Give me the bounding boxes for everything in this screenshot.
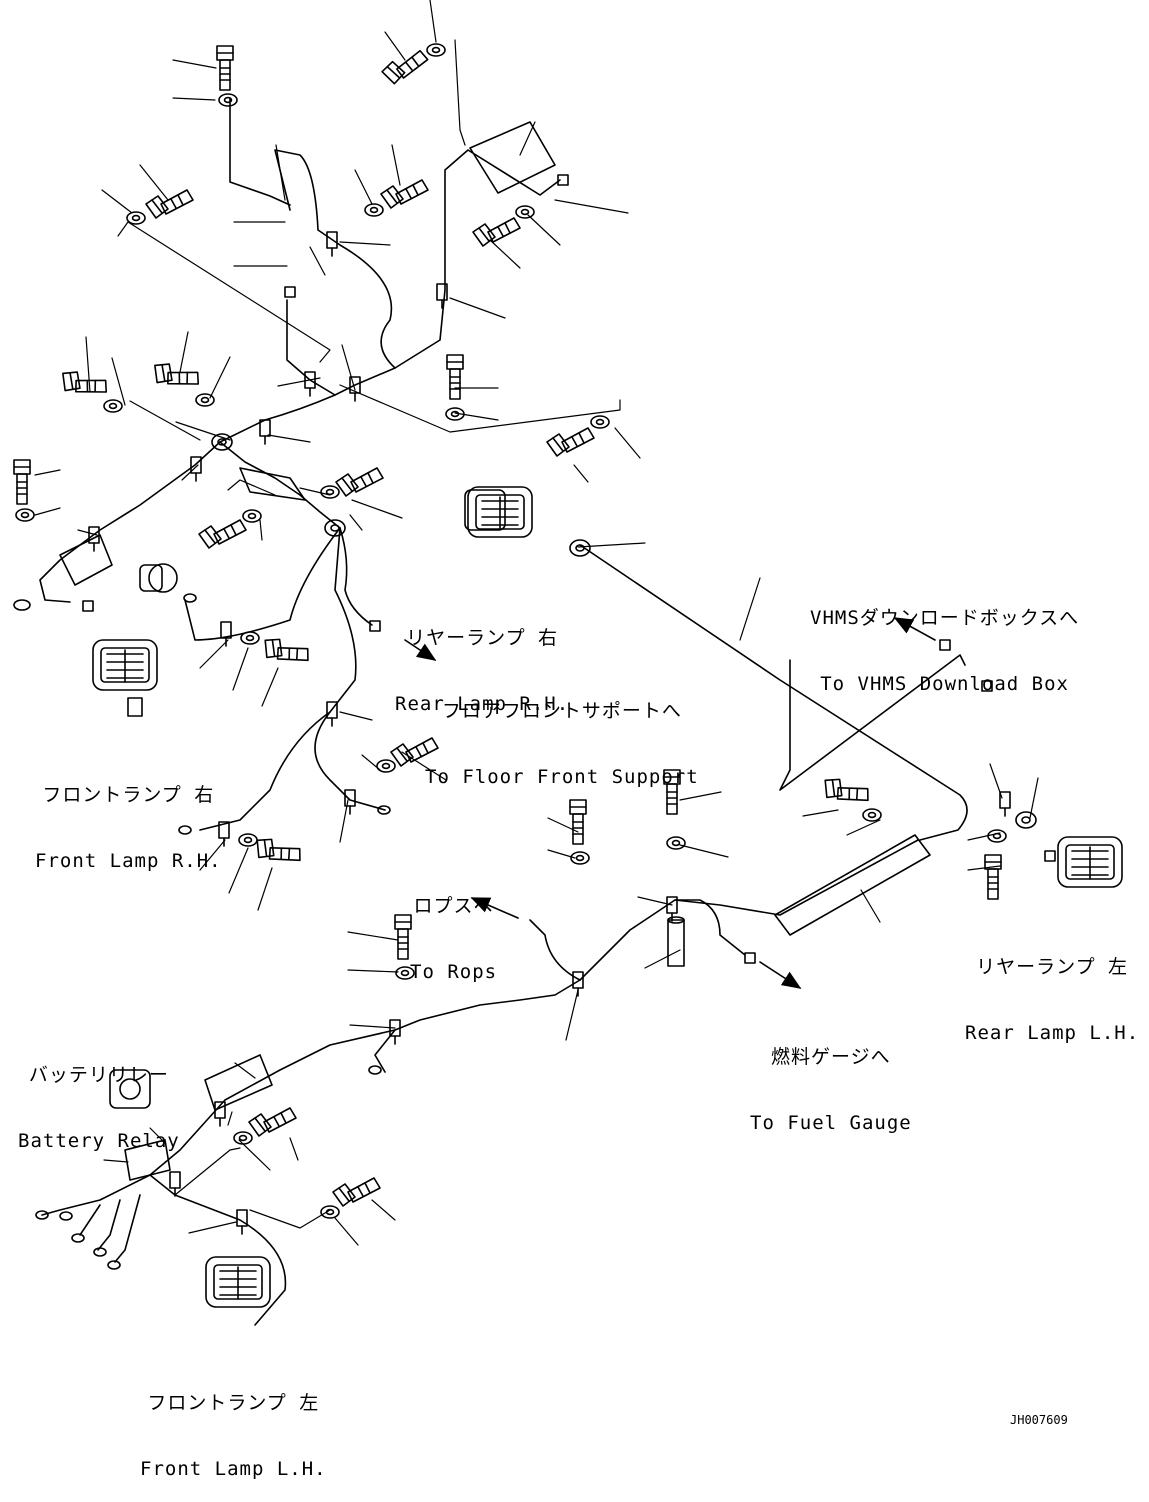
- battery-relay-label: バッテリリレー Battery Relay: [18, 1020, 180, 1174]
- direction-arrows: [404, 617, 936, 989]
- rear-lamp-rh-ja: リヤーランプ 右: [406, 627, 559, 649]
- fuel-gauge-ja: 燃料ゲージへ: [771, 1046, 891, 1068]
- vhms-ja: VHMSダウンロードボックスへ: [810, 607, 1080, 629]
- front-lamp-lh-label: フロントランプ 左 Front Lamp L.H.: [140, 1348, 327, 1502]
- rops-en: To Rops: [410, 961, 498, 983]
- rops-label: ロプスへ To Rops: [410, 851, 497, 1005]
- fuel-gauge-label: 燃料ゲージへ To Fuel Gauge: [750, 1002, 912, 1156]
- front-lamp-rh-en: Front Lamp R.H.: [35, 850, 222, 872]
- wiring-harness-diagram: リヤーランプ 右 Rear Lamp R.H. VHMSダウンロードボックスへ …: [13, 0, 1139, 1480]
- harness-drawing: [13, 0, 1123, 1326]
- front-lamp-rh-label: フロントランプ 右 Front Lamp R.H.: [35, 740, 222, 894]
- front-lamp-rh-ja: フロントランプ 右: [42, 784, 215, 806]
- rear-lamp-rh-en: Rear Lamp R.H.: [395, 693, 570, 715]
- vhms-label: VHMSダウンロードボックスへ To VHMS Download Box: [810, 563, 1079, 717]
- front-lamp-lh-en: Front Lamp L.H.: [140, 1458, 327, 1480]
- rops-ja: ロプスへ: [413, 895, 494, 917]
- rear-lamp-lh-label: リヤーランプ 左 Rear Lamp L.H.: [965, 912, 1139, 1066]
- front-lamp-lh-ja: フロントランプ 左: [147, 1392, 320, 1414]
- floor-front-support-ja: フロアフロントサポートへ: [441, 700, 682, 722]
- rear-lamp-lh-en: Rear Lamp L.H.: [965, 1022, 1140, 1044]
- rear-lamp-lh-ja: リヤーランプ 左: [976, 956, 1129, 978]
- vhms-en: To VHMS Download Box: [820, 673, 1069, 695]
- grommets: [13, 433, 1037, 1270]
- protective-sleeves: [59, 121, 931, 1181]
- battery-relay-ja: バッテリリレー: [28, 1064, 169, 1086]
- lamps: [92, 486, 1123, 1308]
- floor-front-support-en: To Floor Front Support: [425, 766, 699, 788]
- drawing-number: JH007609: [1010, 1413, 1068, 1427]
- fuel-gauge-en: To Fuel Gauge: [750, 1112, 912, 1134]
- rear-lamp-rh-label: リヤーランプ 右 Rear Lamp R.H.: [395, 583, 569, 737]
- leader-lines: [34, 0, 1039, 1246]
- floor-front-support-label: フロアフロントサポートへ To Floor Front Support: [425, 656, 699, 810]
- battery-relay-en: Battery Relay: [18, 1130, 180, 1152]
